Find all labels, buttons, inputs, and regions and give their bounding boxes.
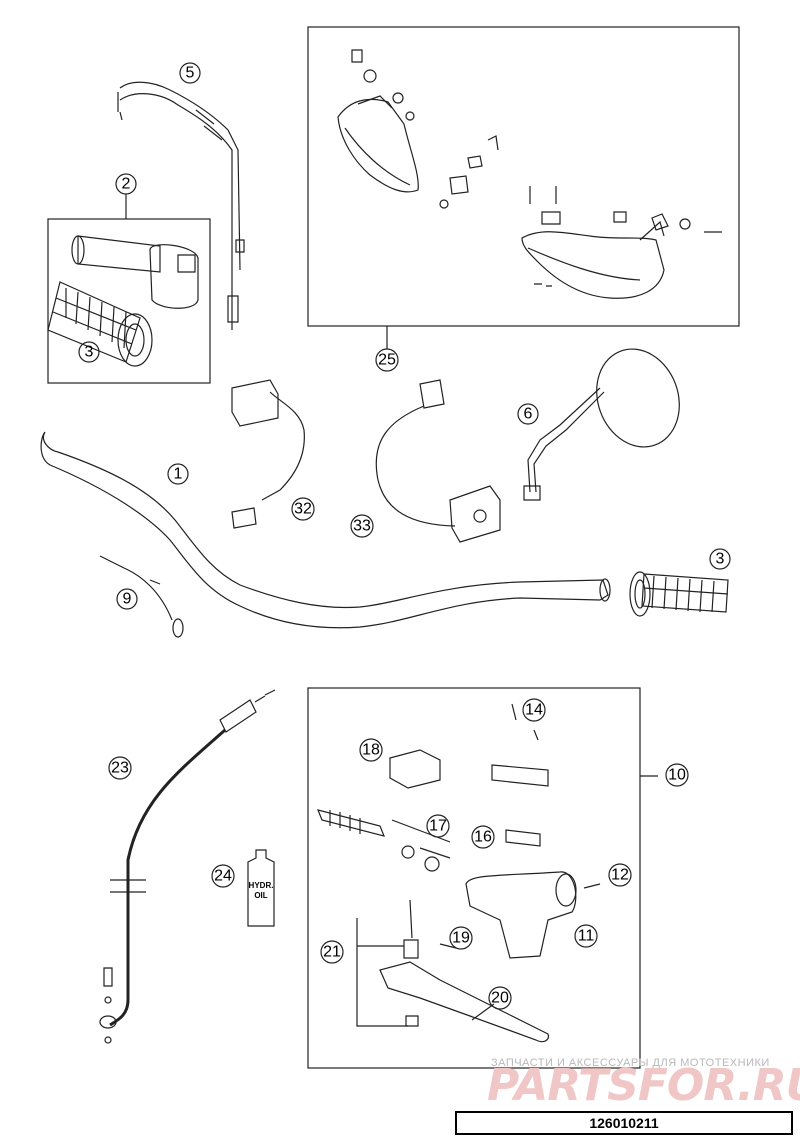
clutch-master-frame bbox=[307, 687, 641, 1069]
callout-1 bbox=[167, 463, 189, 485]
callout-16 bbox=[471, 825, 495, 849]
document-number: 126010211 bbox=[589, 1115, 659, 1131]
grip-left bbox=[47, 281, 153, 367]
throttle-tube bbox=[77, 235, 161, 273]
callout-33 bbox=[350, 514, 374, 538]
sensor-cable-9 bbox=[99, 555, 184, 638]
callout-24-label: 24 bbox=[214, 868, 232, 885]
callout-10-label: 10 bbox=[668, 767, 686, 784]
callout-20 bbox=[488, 986, 512, 1010]
callout-24 bbox=[211, 864, 235, 888]
callout-5 bbox=[179, 62, 201, 84]
callout-16-label: 16 bbox=[474, 829, 492, 846]
callout-21-label: 21 bbox=[323, 944, 341, 961]
mirror bbox=[523, 348, 680, 501]
oil-label-line2: OIL bbox=[254, 891, 267, 900]
callout-23 bbox=[108, 756, 132, 780]
callout-23-label: 23 bbox=[111, 760, 129, 777]
callout-12-label: 12 bbox=[611, 867, 629, 884]
callout-6 bbox=[517, 403, 539, 425]
callout-9-label: 9 bbox=[123, 591, 132, 608]
callout-3b-label: 3 bbox=[716, 551, 725, 568]
document-number-box: 126010211 bbox=[455, 1111, 793, 1135]
grip-right bbox=[629, 571, 729, 617]
callout-11-label: 11 bbox=[578, 928, 595, 945]
callout-17-label: 17 bbox=[429, 818, 447, 835]
callout-18-label: 18 bbox=[362, 742, 380, 759]
callout-9 bbox=[116, 588, 138, 610]
watermark-subtitle: ЗАПЧАСТИ И АКСЕССУАРЫ ДЛЯ МОТОТЕХНИКИ bbox=[491, 1057, 770, 1069]
handguard-right bbox=[521, 186, 722, 299]
handguard-kit-frame bbox=[307, 26, 740, 327]
callout-32-label: 32 bbox=[294, 501, 312, 518]
callout-3b bbox=[709, 548, 731, 570]
callout-33-label: 33 bbox=[353, 518, 371, 535]
callout-25-label: 25 bbox=[378, 352, 396, 369]
callout-19-label: 19 bbox=[452, 930, 470, 947]
callout-3a-label: 3 bbox=[85, 344, 94, 361]
callout-3a bbox=[78, 341, 100, 363]
handguard-left bbox=[337, 49, 499, 209]
callout-21 bbox=[320, 940, 344, 964]
grip-kit-frame bbox=[47, 218, 211, 384]
clutch-line bbox=[99, 689, 276, 1044]
throttle-cables bbox=[117, 81, 245, 330]
callout-6-label: 6 bbox=[524, 406, 533, 423]
switch-left-32 bbox=[231, 379, 305, 529]
callout-19 bbox=[449, 926, 473, 950]
callout-14-label: 14 bbox=[525, 702, 543, 719]
callout-1-label: 1 bbox=[174, 466, 183, 483]
callout-2-label: 2 bbox=[122, 176, 131, 193]
callout-32 bbox=[291, 497, 315, 521]
master-cylinder-parts bbox=[317, 703, 658, 1043]
oil-label-line1: HYDR. bbox=[249, 881, 274, 890]
callout-18 bbox=[359, 738, 383, 762]
handlebar bbox=[40, 431, 609, 629]
switch-right-33 bbox=[375, 379, 501, 543]
callout-10 bbox=[665, 763, 689, 787]
callout-14 bbox=[522, 698, 546, 722]
watermark-brand: PARTSFOR.RU bbox=[487, 1060, 800, 1111]
callout-20-label: 20 bbox=[491, 990, 509, 1007]
callout-12 bbox=[608, 863, 632, 887]
callout-5-label: 5 bbox=[186, 65, 195, 82]
callout-11 bbox=[574, 924, 598, 948]
oil-bottle bbox=[247, 849, 275, 927]
callout-17 bbox=[426, 814, 450, 838]
